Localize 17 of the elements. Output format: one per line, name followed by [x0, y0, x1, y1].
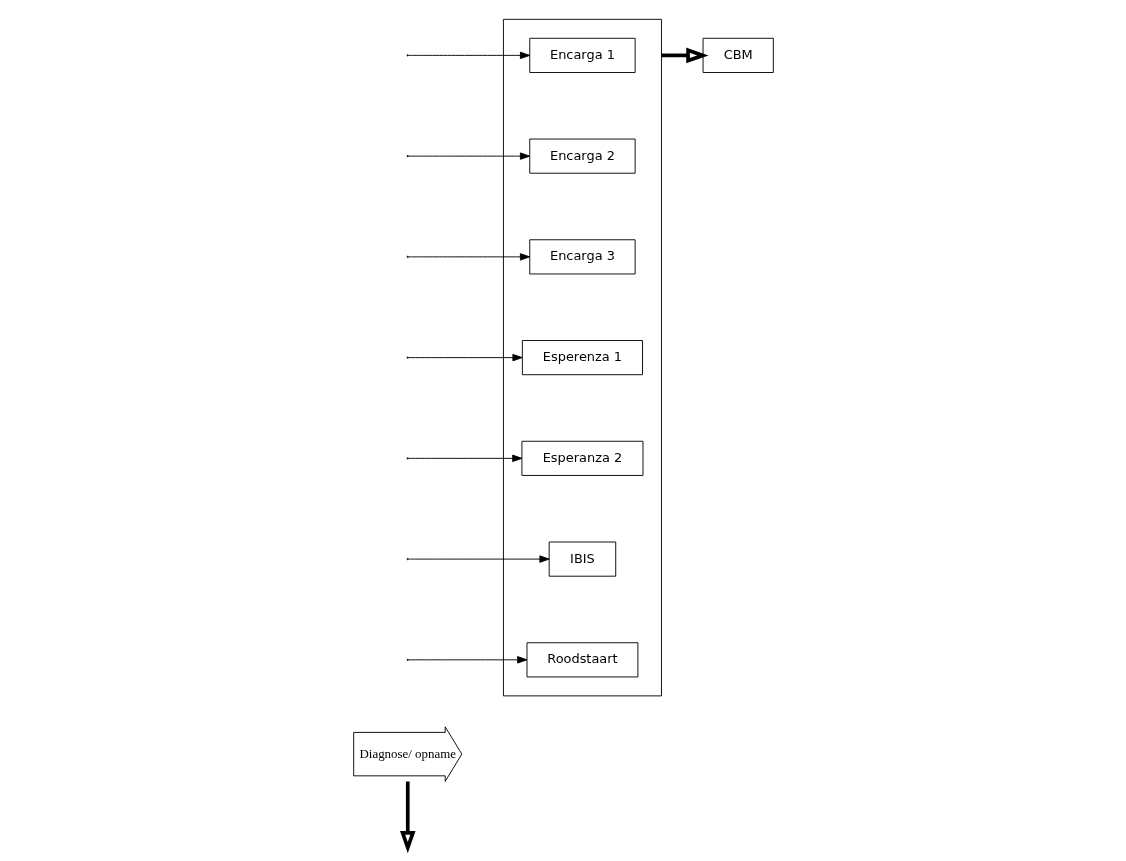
arrow — [407, 555, 550, 563]
node-box: Roodstaart — [526, 642, 638, 678]
node-box: CBM — [702, 37, 774, 73]
node-box: Encarga 2 — [528, 138, 636, 174]
arrow — [660, 47, 708, 64]
arrow — [407, 454, 522, 463]
arrow — [407, 656, 527, 664]
arrow — [407, 51, 530, 60]
arrow — [407, 353, 523, 362]
node-box: Esperenza 1 — [521, 340, 643, 376]
cluster — [502, 18, 662, 697]
arrow — [407, 253, 530, 261]
node-box: IBIS — [548, 541, 616, 577]
node-box: Encarga 1 — [528, 37, 636, 73]
node-box: Esperanza 2 — [520, 440, 643, 476]
arrow — [407, 152, 530, 160]
node-box: Encarga 3 — [528, 239, 636, 275]
